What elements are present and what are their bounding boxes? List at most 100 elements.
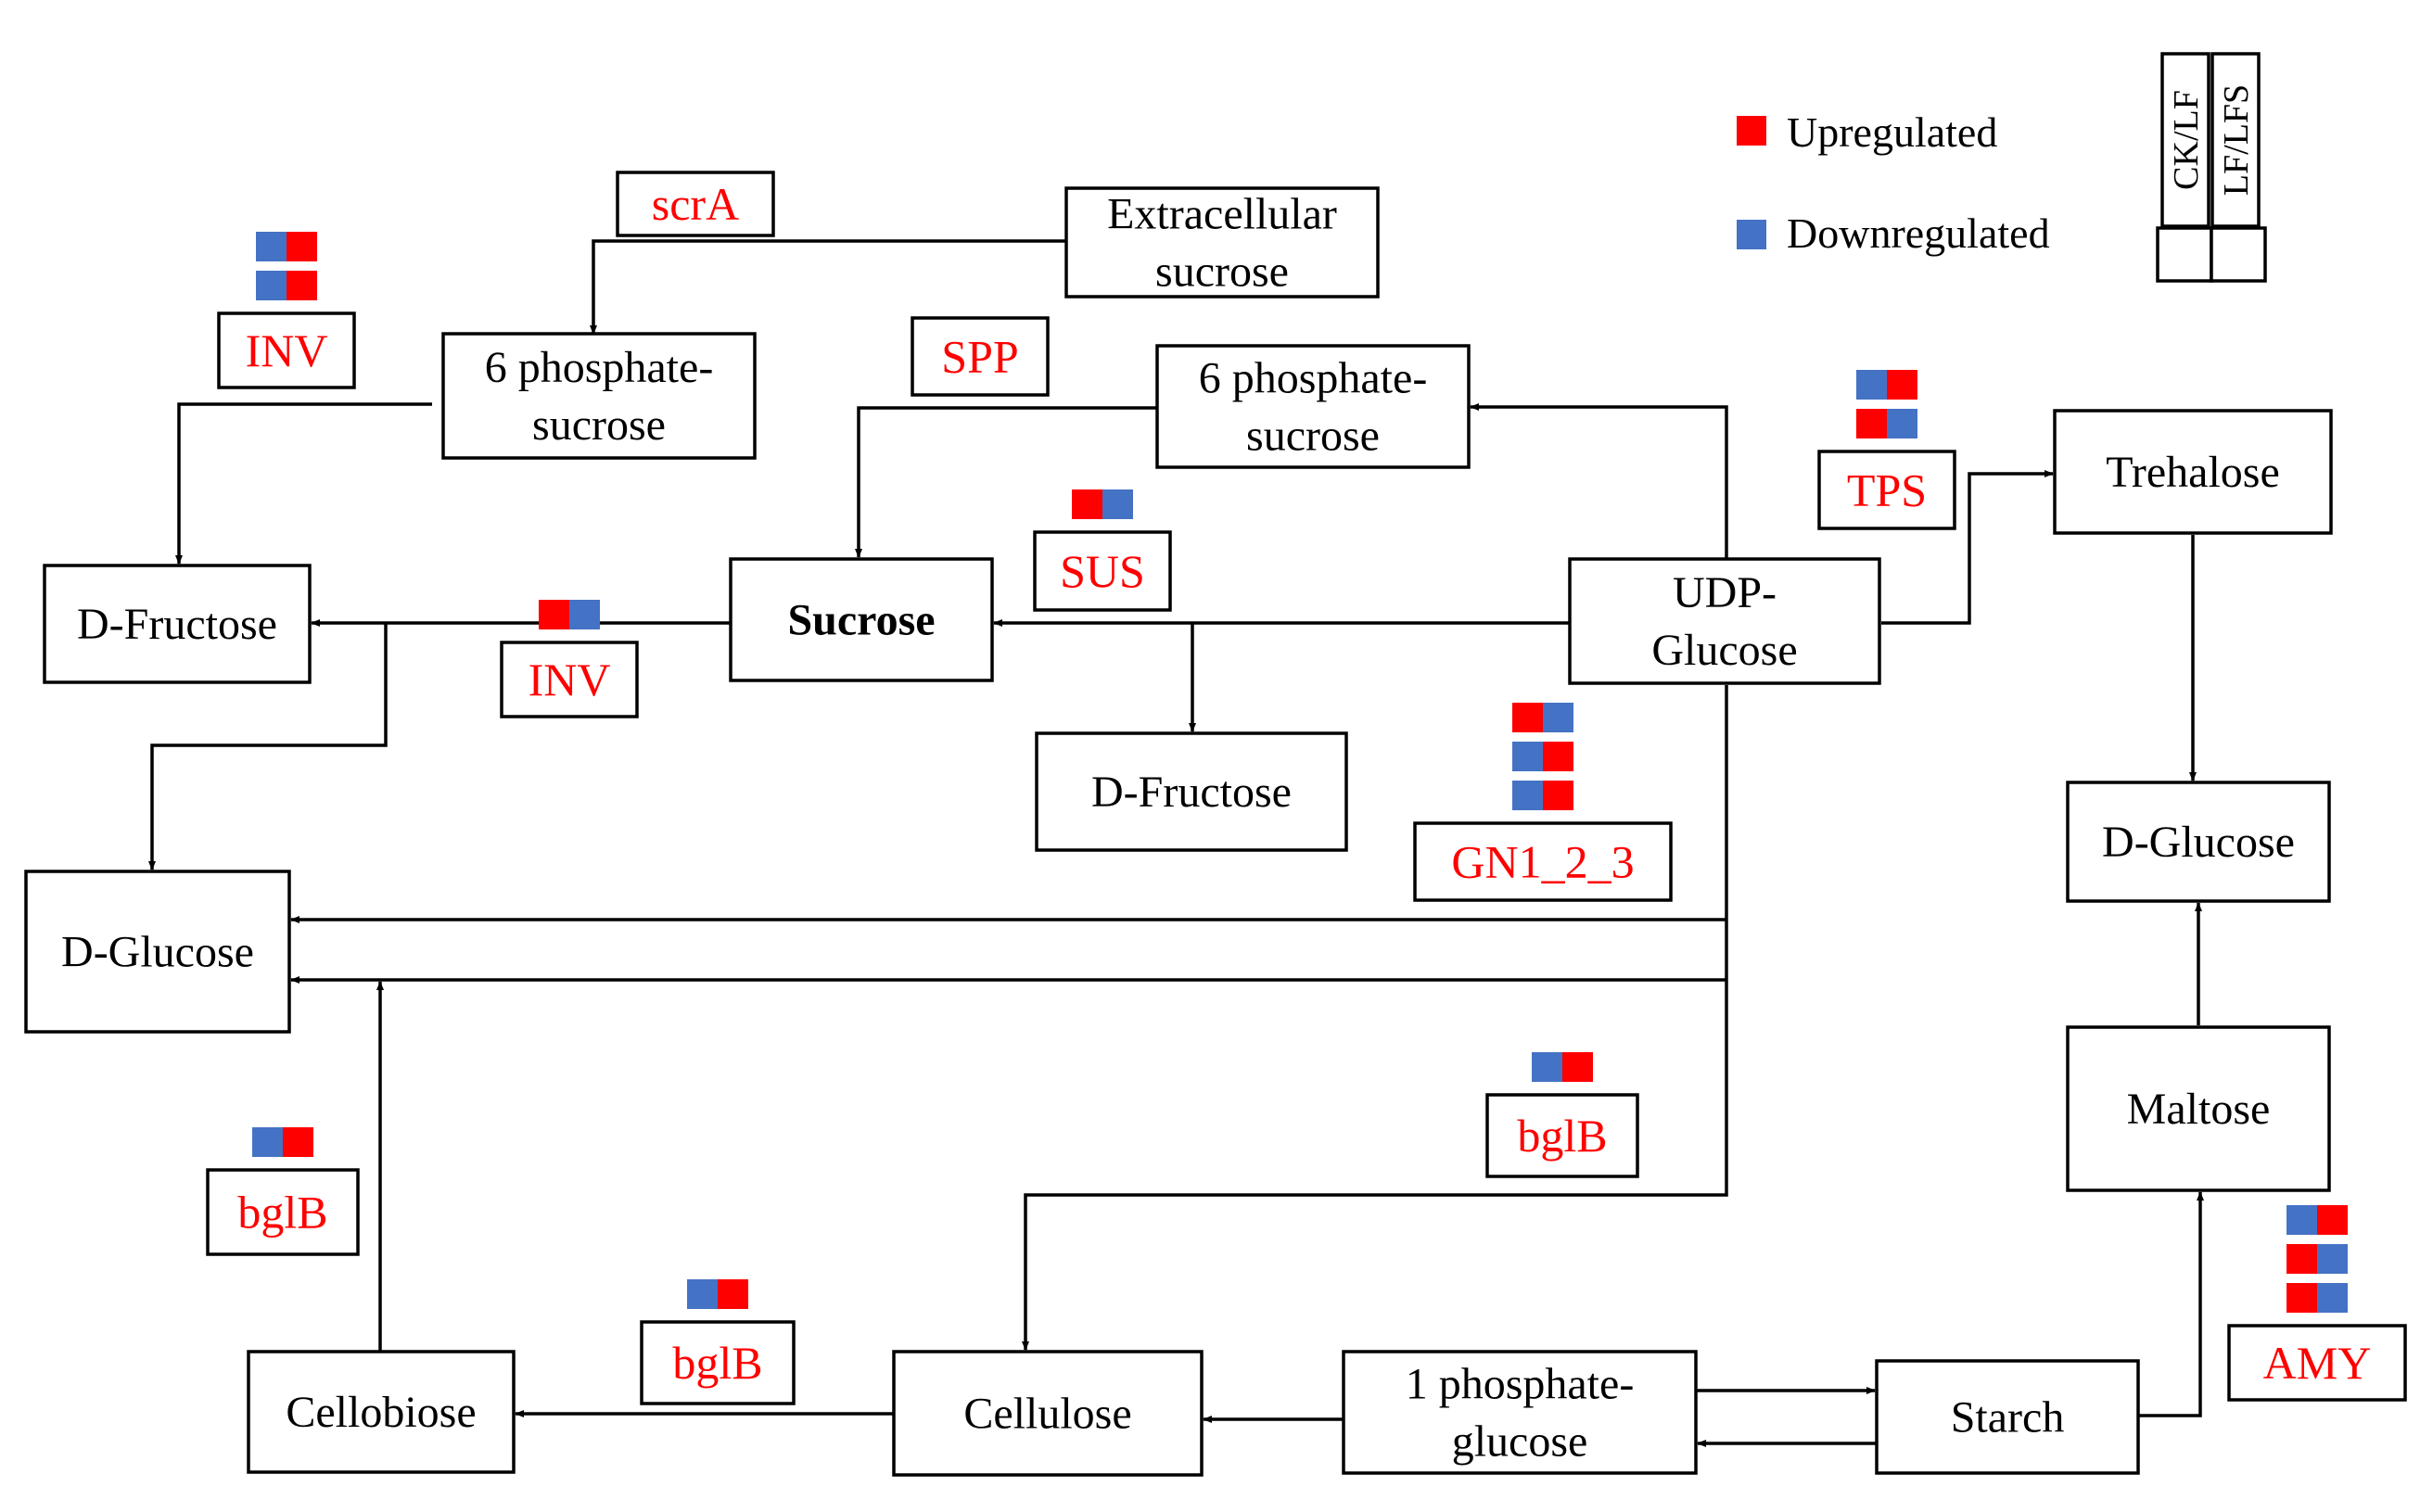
legend-column-cell-1 (2156, 226, 2213, 283)
pathway-edges (148, 239, 2204, 1447)
regulation-cell-down (1532, 1052, 1562, 1082)
legend-downregulated-label: Downregulated (1787, 210, 2050, 257)
pathway-edge (855, 406, 1157, 558)
pathway-edge (2138, 1191, 2204, 1417)
regulation-cell-up (1543, 742, 1573, 771)
pathway-edge (148, 623, 388, 870)
regulation-cell-down (1856, 370, 1887, 400)
legend-column-header-1 (2160, 52, 2210, 228)
pathway-edge (175, 402, 432, 565)
enzyme-label: AMY (2263, 1337, 2372, 1389)
enzyme-label: bglB (1517, 1110, 1607, 1162)
metabolite-label: Sucrose (787, 596, 935, 645)
enzyme-label: SPP (941, 331, 1018, 383)
metabolite-label: Trehalose (2106, 448, 2280, 497)
regulation-cell-up (2317, 1205, 2348, 1235)
pathway-edge (1881, 470, 2054, 625)
metabolite-label: 6 phosphate- (1199, 354, 1428, 403)
regulation-cell-down (687, 1279, 718, 1309)
legend-column-label-2: LF/LFS (2217, 84, 2256, 196)
regulation-cell-up (1887, 370, 1917, 400)
enzyme-bglB-bottom: bglB (640, 1279, 796, 1405)
regulation-cell-down (252, 1127, 283, 1157)
legend-column-header-2 (2210, 52, 2261, 228)
regulation-cell-up (1856, 409, 1887, 438)
regulation-cell-down (569, 600, 600, 629)
regulation-cell-up (1543, 781, 1573, 810)
metabolite-label: Glucose (1651, 626, 1797, 675)
enzyme-label: TPS (1847, 464, 1927, 516)
pathway-edge (1022, 685, 1728, 1351)
legend-column-label-1: CK/LF (2167, 90, 2206, 190)
enzyme-inv-left: INV (217, 232, 356, 389)
enzyme-sus: SUS (1033, 489, 1172, 612)
metabolite-label: sucrose (1246, 412, 1380, 461)
regulation-cell-down (1512, 742, 1543, 771)
metabolite-label: D-Fructose (1091, 768, 1292, 817)
metabolite-udp-glucose: UDP- Glucose (1568, 557, 1881, 685)
pathway-edge (590, 239, 1066, 335)
metabolite-label: D-Fructose (77, 600, 277, 649)
metabolite-trehalose: Trehalose (2053, 409, 2333, 535)
regulation-cell-down (1887, 409, 1917, 438)
enzyme-label: bglB (237, 1187, 327, 1239)
metabolite-label: D-Glucose (2102, 818, 2295, 867)
enzyme-scrA: scrA (616, 171, 775, 237)
enzyme-label: INV (246, 324, 328, 376)
metabolite-phospho-glucose: 1 phosphate-glucose (1342, 1350, 1698, 1475)
regulation-cell-down (2317, 1244, 2348, 1274)
regulation-cell-up (2287, 1244, 2317, 1274)
metabolite-label: Starch (1951, 1393, 2065, 1442)
regulation-cell-up (283, 1127, 313, 1157)
enzyme-label: scrA (652, 178, 739, 230)
regulation-cell-down (256, 232, 287, 261)
regulation-cell-up (1562, 1052, 1593, 1082)
metabolite-label: UDP- (1673, 568, 1777, 617)
enzyme-label: GN1_2_3 (1451, 836, 1634, 888)
legend-upregulated-label: Upregulated (1787, 108, 1997, 156)
legend-column-cell-2 (2210, 226, 2267, 283)
metabolite-label: 1 phosphate- (1406, 1360, 1635, 1409)
metabolite-maltose: Maltose (2066, 1025, 2331, 1192)
enzyme-labels: scrA INV SPP SUS INV TPS GN1_2_3 bglB bglB bglB AM… (206, 171, 2407, 1405)
metabolite-starch: Starch (1875, 1359, 2140, 1475)
regulation-cell-down (2287, 1205, 2317, 1235)
regulation-cell-up (1072, 489, 1102, 519)
regulation-cell-down (2317, 1283, 2348, 1313)
metabolite-phospho-sucrose-mid: 6 phosphate-sucrose (1155, 344, 1471, 469)
metabolite-label: sucrose (1155, 248, 1289, 297)
regulation-cell-up (287, 271, 317, 300)
regulation-cell-up (287, 232, 317, 261)
enzyme-label: INV (529, 654, 611, 705)
enzyme-inv-mid: INV (500, 600, 639, 718)
enzyme-amy: AMY (2227, 1205, 2407, 1402)
regulation-cell-up (2287, 1283, 2317, 1313)
metabolite-label: Cellobiose (286, 1388, 476, 1437)
metabolite-cellulose: Cellulose (892, 1350, 1204, 1477)
enzyme-bglB-left: bglB (206, 1127, 360, 1256)
regulation-cell-up (718, 1279, 748, 1309)
legend-upregulated-swatch (1737, 116, 1766, 146)
enzyme-spp: SPP (911, 316, 1050, 397)
regulation-cell-up (1512, 703, 1543, 732)
metabolite-label: Maltose (2127, 1085, 2271, 1134)
metabolite-label: 6 phosphate- (485, 343, 714, 392)
metabolite-cellobiose: Cellobiose (247, 1350, 516, 1474)
metabolite-label: glucose (1452, 1417, 1588, 1467)
metabolite-label: Cellulose (963, 1390, 1131, 1439)
regulation-cell-up (539, 600, 569, 629)
metabolite-d-glucose-right: D-Glucose (2066, 781, 2331, 903)
enzyme-tps: TPS (1817, 370, 1956, 530)
metabolite-d-glucose-left: D-Glucose (24, 870, 291, 1034)
metabolite-phospho-sucrose-left: 6 phosphate-sucrose (441, 332, 757, 460)
metabolite-label: Extracellular (1107, 190, 1337, 239)
regulation-cell-down (1543, 703, 1573, 732)
enzyme-label: bglB (672, 1337, 762, 1389)
regulation-cell-down (256, 271, 287, 300)
metabolite-sucrose: Sucrose (729, 557, 994, 682)
legend: Upregulated Downregulated CK/LF LF/LFS (1737, 52, 2267, 283)
enzyme-label: SUS (1060, 545, 1145, 597)
enzyme-gn: GN1_2_3 (1413, 703, 1673, 902)
